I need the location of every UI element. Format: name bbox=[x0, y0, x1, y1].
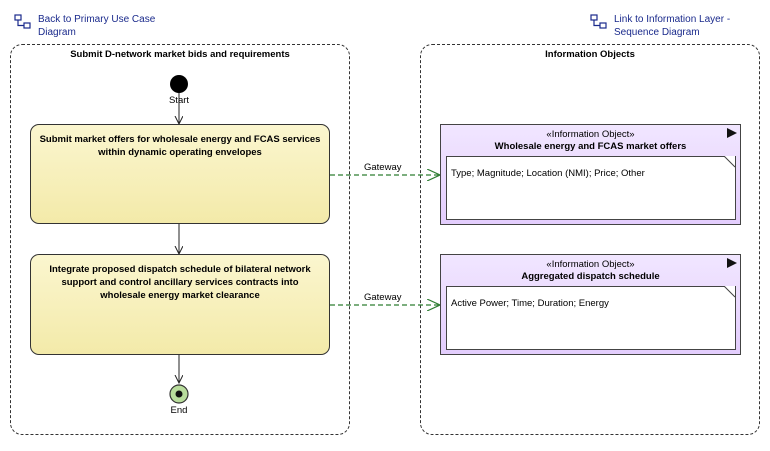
information-layer-link[interactable]: Link to Information Layer - Sequence Dia… bbox=[590, 13, 730, 39]
action-integrate-dispatch-schedule[interactable]: Integrate proposed dispatch schedule of … bbox=[30, 254, 330, 355]
note-corner-icon bbox=[724, 156, 736, 168]
info-layer-link-label[interactable]: Link to Information Layer - Sequence Dia… bbox=[614, 14, 731, 38]
object-flow-label: Gateway bbox=[364, 162, 402, 173]
diagram-link-icon bbox=[590, 14, 607, 29]
io-stereotype: «Information Object» bbox=[546, 129, 635, 140]
partition-information-objects: Information Objects bbox=[420, 44, 760, 435]
info-object-market-offers[interactable]: «Information Object» Wholesale energy an… bbox=[440, 124, 741, 225]
io-attributes: Type; Magnitude; Location (NMI); Price; … bbox=[451, 168, 645, 179]
info-object-dispatch-schedule[interactable]: «Information Object» Aggregated dispatch… bbox=[440, 254, 741, 355]
note-corner-icon bbox=[724, 286, 736, 298]
action-label: Submit market offers for wholesale energ… bbox=[39, 134, 321, 158]
partition-submit-bids: Submit D-network market bids and require… bbox=[10, 44, 350, 435]
final-node-core bbox=[175, 390, 183, 398]
start-label: Start bbox=[168, 95, 190, 106]
flag-icon bbox=[727, 258, 737, 268]
flag-icon bbox=[727, 128, 737, 138]
io-name: Wholesale energy and FCAS market offers bbox=[494, 141, 687, 152]
back-to-primary-use-case-link[interactable]: Back to Primary Use Case Diagram bbox=[14, 13, 155, 39]
diagram-link-icon bbox=[14, 14, 31, 29]
back-link-label[interactable]: Back to Primary Use Case Diagram bbox=[38, 14, 156, 38]
io-attributes-box: Type; Magnitude; Location (NMI); Price; … bbox=[446, 156, 736, 220]
object-flow-label: Gateway bbox=[364, 292, 402, 303]
partition-title: Submit D-network market bids and require… bbox=[70, 49, 290, 60]
io-name: Aggregated dispatch schedule bbox=[521, 271, 660, 282]
initial-node[interactable] bbox=[170, 75, 188, 93]
partition-title: Information Objects bbox=[545, 49, 635, 60]
action-submit-market-offers[interactable]: Submit market offers for wholesale energ… bbox=[30, 124, 330, 224]
io-attributes-box: Active Power; Time; Duration; Energy bbox=[446, 286, 736, 350]
end-label: End bbox=[170, 405, 188, 416]
io-stereotype: «Information Object» bbox=[546, 259, 635, 270]
action-label: Integrate proposed dispatch schedule of … bbox=[49, 264, 311, 301]
io-attributes: Active Power; Time; Duration; Energy bbox=[451, 298, 609, 309]
